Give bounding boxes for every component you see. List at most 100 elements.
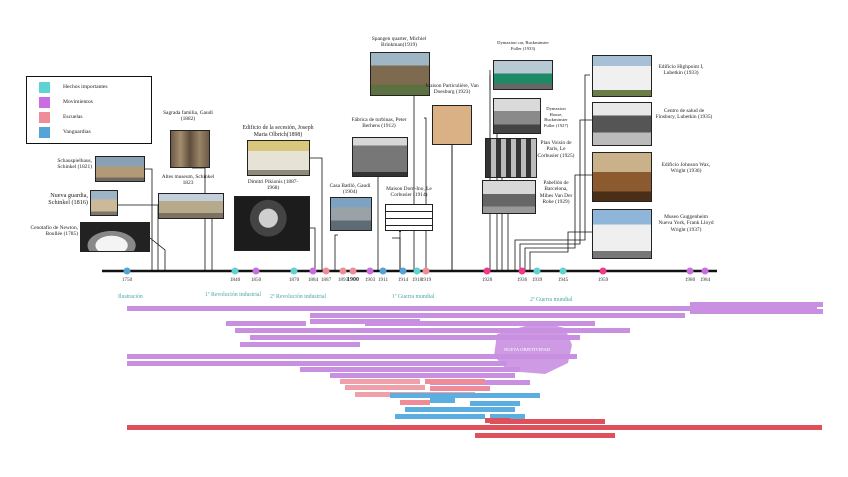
movement-bar <box>300 367 520 372</box>
year-label: 1936 <box>517 277 527 283</box>
plan-voisin-photo <box>485 138 537 178</box>
secesion-photo <box>247 140 310 176</box>
timeline-dot <box>124 268 131 275</box>
work-label: Cenotafio de Newton, Boullée (1785) <box>24 225 78 238</box>
work-label: Dymaxion car, Buckminster Fuller (1933) <box>492 40 554 51</box>
work-label: Spangen quarter, Michiel Brinkman(1919) <box>364 36 434 49</box>
year-label: 1750 <box>122 277 132 283</box>
spangen-photo <box>370 52 430 96</box>
year-label: 1884 <box>308 277 318 283</box>
sagrada-photo <box>170 130 210 168</box>
year-label: 1928 <box>482 277 492 283</box>
timeline-dot <box>232 268 239 275</box>
movement-bar <box>385 321 595 326</box>
work-label: Altes museum, Schinkel 1823 <box>160 174 216 187</box>
movement-bar <box>400 400 430 405</box>
movement-bar <box>226 321 306 326</box>
timeline-dot <box>253 268 260 275</box>
timeline-dot <box>687 268 694 275</box>
movement-bar: NUEVA OBJETIVIDAD <box>497 347 557 352</box>
movement-bar <box>430 386 490 391</box>
movement-bar <box>390 393 540 398</box>
year-label: 1887 <box>321 277 331 283</box>
barcelona-photo <box>482 180 536 214</box>
movement-bar <box>345 385 425 390</box>
movement-bar <box>340 379 420 384</box>
year-label: 1911 <box>378 277 388 283</box>
work-label: Nueva guardia, Schinkel (1816) <box>34 192 88 207</box>
work-label: Sagrada familia, Gaudí (1882) <box>160 110 216 123</box>
work-label: Casa Batlló, Gaudí (1904) <box>326 183 374 196</box>
movement-bar <box>430 398 455 403</box>
timeline-dot <box>310 268 317 275</box>
movement-bar <box>395 414 485 419</box>
movement-bar <box>380 373 515 378</box>
year-label: 1919 <box>421 277 431 283</box>
guggenheim-photo <box>592 209 652 259</box>
work-label: Museo Guggenheim Nueva York, Frank Lloyd… <box>658 214 714 233</box>
timeline-dot <box>484 268 491 275</box>
turbinas-photo <box>352 137 408 177</box>
movement-bar <box>330 373 390 378</box>
movement-bar <box>235 328 630 333</box>
work-label: Fábrica de turbinas, Peter Berhens (1912… <box>348 117 410 130</box>
timeline-dot <box>340 268 347 275</box>
work-label: Pabellón de Barcelona, Mihes Van Der Roh… <box>537 180 575 206</box>
movement-bar <box>365 321 385 326</box>
timeline-dot <box>702 268 709 275</box>
nueva-guardia-photo <box>90 190 118 216</box>
movement-bar <box>690 302 823 307</box>
era-label: 2ª Revolución industrial <box>270 294 326 300</box>
highpoint-photo <box>592 55 652 97</box>
movement-bar <box>127 425 822 430</box>
year-label: 1914 <box>398 277 408 283</box>
cenotafio-photo <box>80 222 150 252</box>
schauspielhaus-photo <box>95 156 145 182</box>
movement-bar <box>565 419 605 424</box>
timeline-dot <box>414 268 421 275</box>
movement-bar <box>240 342 360 347</box>
pikionis-photo <box>234 196 310 251</box>
year-label: 1980 <box>685 277 695 283</box>
johnson-photo <box>592 152 652 202</box>
maison-part-photo <box>432 105 472 145</box>
dymaxion-car-photo <box>493 60 553 90</box>
work-label: Edificio de la secesión, Joseph Maria Ol… <box>238 125 318 139</box>
movement-bar <box>690 309 823 314</box>
era-label: 2ª Guerra mundial <box>530 297 573 303</box>
movement-bar <box>475 433 615 438</box>
year-label: 1850 <box>251 277 261 283</box>
movement-bar <box>520 419 565 424</box>
work-label: Dymaxion House, Buckminster Fuller (1927… <box>541 106 571 128</box>
movement-bar <box>178 306 306 311</box>
batllo-photo <box>330 197 372 231</box>
work-label: Plan Voisin de Paris, Le Corbusier (1925… <box>537 140 575 159</box>
movement-bar <box>485 418 510 423</box>
timeline-dot <box>400 268 407 275</box>
work-label: Dimitri Pikionis (1887-1968) <box>245 179 301 192</box>
year-label: 1870 <box>289 277 299 283</box>
movement-bar <box>425 379 485 384</box>
timeline-dot <box>423 268 430 275</box>
year-label: 1984 <box>700 277 710 283</box>
timeline-dot <box>380 268 387 275</box>
movement-bar <box>127 361 507 366</box>
year-label: 1959 <box>598 277 608 283</box>
timeline-dot <box>367 268 374 275</box>
year-label: 1840 <box>230 277 240 283</box>
altes-photo <box>158 193 224 219</box>
timeline-dot <box>291 268 298 275</box>
era-label: Ilustración <box>118 294 143 300</box>
era-label: 1ª Guerra mundial <box>392 294 435 300</box>
legend: Hechos importantes Movimientos Escuelas … <box>26 76 152 144</box>
timeline-dot <box>560 268 567 275</box>
timeline-dot <box>323 268 330 275</box>
timeline-dot <box>519 268 526 275</box>
work-label: Schauspielhaus, Schinkel (1821) <box>40 158 92 171</box>
movement-bar <box>250 335 580 340</box>
year-label: 1939 <box>532 277 542 283</box>
timeline-dot <box>534 268 541 275</box>
work-label: Edificio Highpoint I, Lubetkin (1933) <box>654 64 708 77</box>
timeline-dot <box>600 268 607 275</box>
